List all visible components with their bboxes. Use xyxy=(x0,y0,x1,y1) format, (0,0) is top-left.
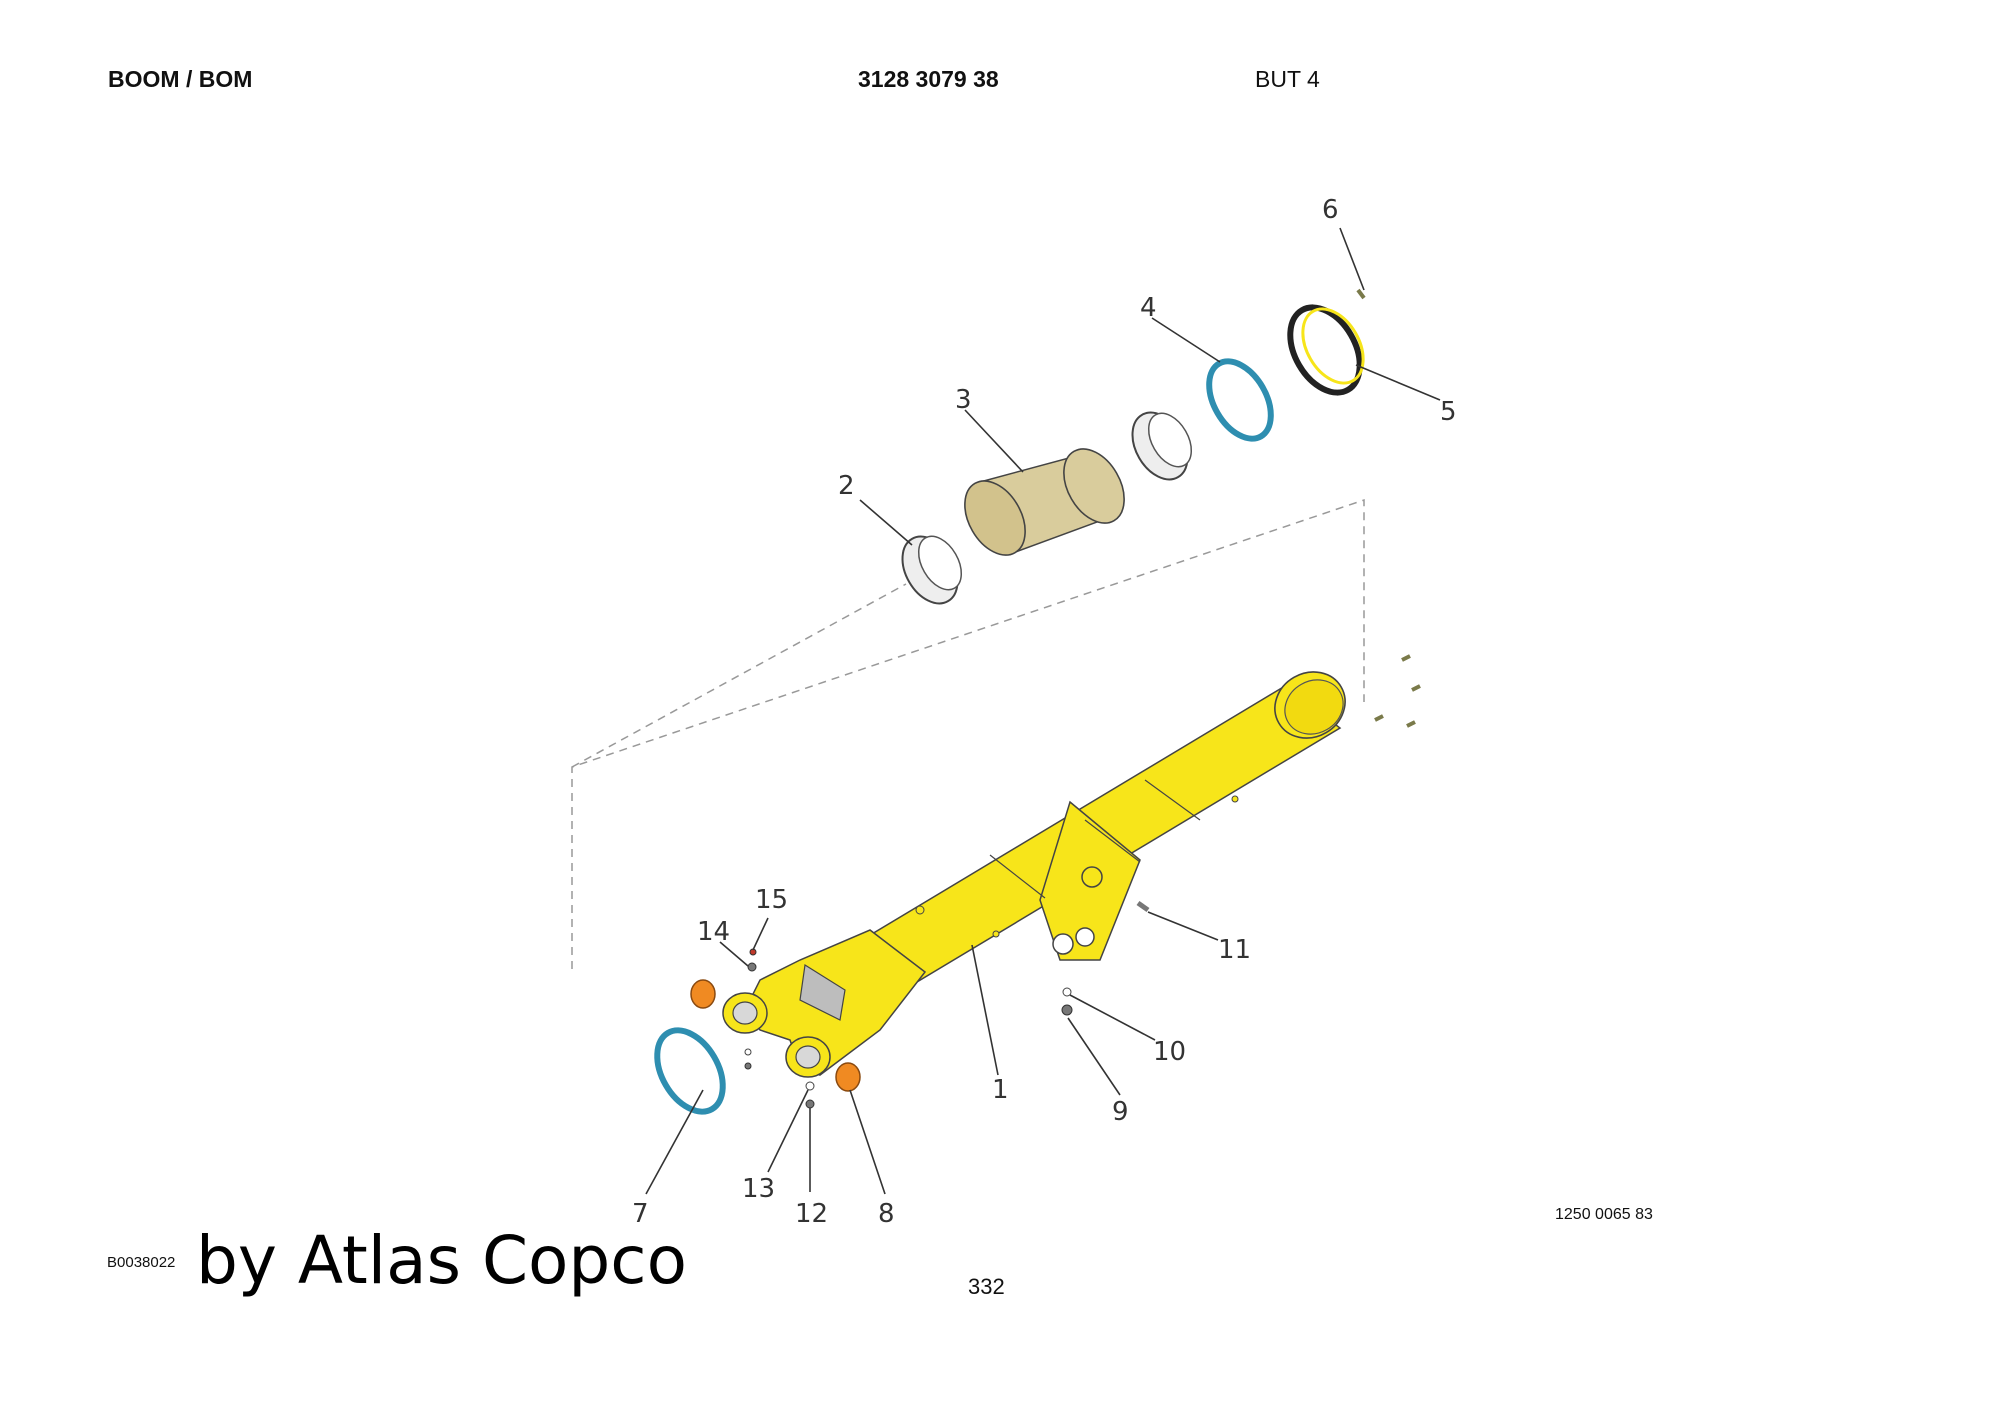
bearing-ring xyxy=(1131,411,1193,481)
seal-ring-7 xyxy=(654,1027,726,1115)
callout-11: 11 xyxy=(1218,935,1251,965)
part-number: 3128 3079 38 xyxy=(858,66,999,92)
cover-ring-5 xyxy=(1287,304,1365,396)
variant-label: BUT 4 xyxy=(1255,66,1320,92)
drawing-reference: 1250 0065 83 xyxy=(1555,1206,1653,1223)
callout-10: 10 xyxy=(1153,1037,1186,1067)
seal-ring-4 xyxy=(1206,358,1274,442)
callout-14: 14 xyxy=(697,917,730,947)
bushing-8 xyxy=(690,979,861,1092)
page-number: 332 xyxy=(968,1274,1005,1299)
callout-1: 1 xyxy=(992,1075,1009,1105)
callout-4: 4 xyxy=(1140,293,1157,323)
callout-15: 15 xyxy=(755,885,788,915)
footer-code: B0038022 xyxy=(107,1254,176,1271)
callout-7: 7 xyxy=(632,1199,649,1229)
section-title: BOOM / BOM xyxy=(108,66,253,92)
assembly-dashed-guide xyxy=(571,583,907,768)
callout-12: 12 xyxy=(795,1199,828,1229)
bearing-ring-2 xyxy=(901,535,963,605)
callout-3: 3 xyxy=(955,385,972,415)
boom-body xyxy=(722,671,1346,1078)
callout-5: 5 xyxy=(1440,397,1457,427)
screw-6 xyxy=(1356,288,1366,300)
screw-set xyxy=(1374,654,1421,728)
watermark: by Atlas Copco xyxy=(196,1222,687,1299)
callout-9: 9 xyxy=(1112,1097,1129,1127)
callout-8: 8 xyxy=(878,1199,895,1229)
leader-lines xyxy=(645,227,1441,1195)
callout-6: 6 xyxy=(1322,195,1339,225)
callout-2: 2 xyxy=(838,471,855,501)
bronze-tube-3 xyxy=(964,448,1125,556)
assembly-dashed-outline xyxy=(571,498,1365,969)
callout-13: 13 xyxy=(742,1174,775,1204)
